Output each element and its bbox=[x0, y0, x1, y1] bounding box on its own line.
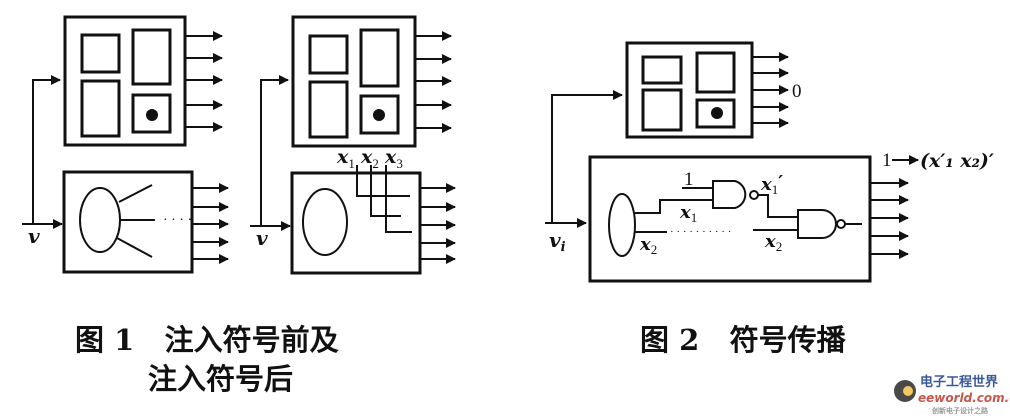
constant-one: 1 bbox=[684, 169, 694, 190]
fault-labels: x1 x2 x3 bbox=[336, 146, 403, 171]
inverter-bubble bbox=[749, 190, 759, 200]
watermark-url: eeworld.com.cn bbox=[918, 391, 1010, 405]
feedback-arrow bbox=[260, 75, 289, 226]
logic-block: · · · · · · · · · · 1 x1 x1′ x2 x2 bbox=[588, 155, 872, 283]
fig1-before-injection: v · · · · bbox=[22, 15, 229, 274]
fig1-caption-line1: 图 1 注入符号前及 bbox=[75, 323, 339, 357]
feedback-arrow bbox=[551, 90, 623, 223]
ellipsis: · · · · bbox=[163, 213, 192, 228]
eeworld-watermark: 电子工程世界 eeworld.com.cn 创新电子设计之路 bbox=[894, 374, 1010, 415]
dots: · · · · · · · · · · bbox=[670, 226, 731, 238]
watermark-title: 电子工程世界 bbox=[920, 374, 998, 390]
fault-dot bbox=[373, 109, 385, 121]
memory-outputs bbox=[185, 31, 223, 132]
memory-outputs bbox=[752, 52, 789, 128]
input-label: v bbox=[256, 226, 268, 250]
top-output-value: 0 bbox=[792, 81, 802, 102]
memory-block bbox=[625, 41, 754, 139]
feedback-arrow bbox=[32, 75, 61, 224]
fault-dot bbox=[146, 109, 158, 121]
x2-right-label: x2 bbox=[764, 231, 782, 254]
logic-outputs bbox=[870, 178, 909, 259]
memory-block bbox=[291, 15, 417, 148]
inverter-bubble bbox=[836, 219, 846, 229]
x1-label: x1 bbox=[679, 202, 697, 225]
output-expression: (x′₁ x₂)′ bbox=[920, 150, 994, 172]
logic-block: · · · · bbox=[62, 170, 194, 274]
fig1-after-injection: v x1 x2 x3 bbox=[250, 15, 456, 275]
output-value: 1 bbox=[882, 150, 892, 171]
fig1-caption-line2: 注入符号后 bbox=[148, 362, 293, 396]
watermark-tagline: 创新电子设计之路 bbox=[931, 406, 989, 415]
svg-text:x3: x3 bbox=[384, 146, 403, 171]
memory-block bbox=[63, 15, 187, 147]
fig2-caption: 图 2 符号传播 bbox=[640, 323, 847, 357]
input-label: vi bbox=[549, 228, 566, 255]
fault-dot bbox=[711, 107, 723, 119]
x1-prime-label: x1′ bbox=[760, 172, 783, 197]
x2-left-label: x2 bbox=[639, 234, 657, 257]
svg-text:x2: x2 bbox=[360, 146, 379, 171]
logic-outputs bbox=[420, 183, 456, 264]
logic-outputs bbox=[192, 183, 229, 264]
nand-gate-1 bbox=[712, 180, 747, 209]
fig2-symbol-propagation: 0 vi · · · · · · · · · · 1 x1 x1′ x2 x2 bbox=[545, 41, 994, 283]
memory-outputs bbox=[415, 31, 452, 133]
logic-block bbox=[290, 165, 422, 275]
svg-text:x1: x1 bbox=[336, 146, 355, 171]
nand-gate-2 bbox=[797, 209, 837, 239]
input-label: v bbox=[28, 224, 40, 248]
